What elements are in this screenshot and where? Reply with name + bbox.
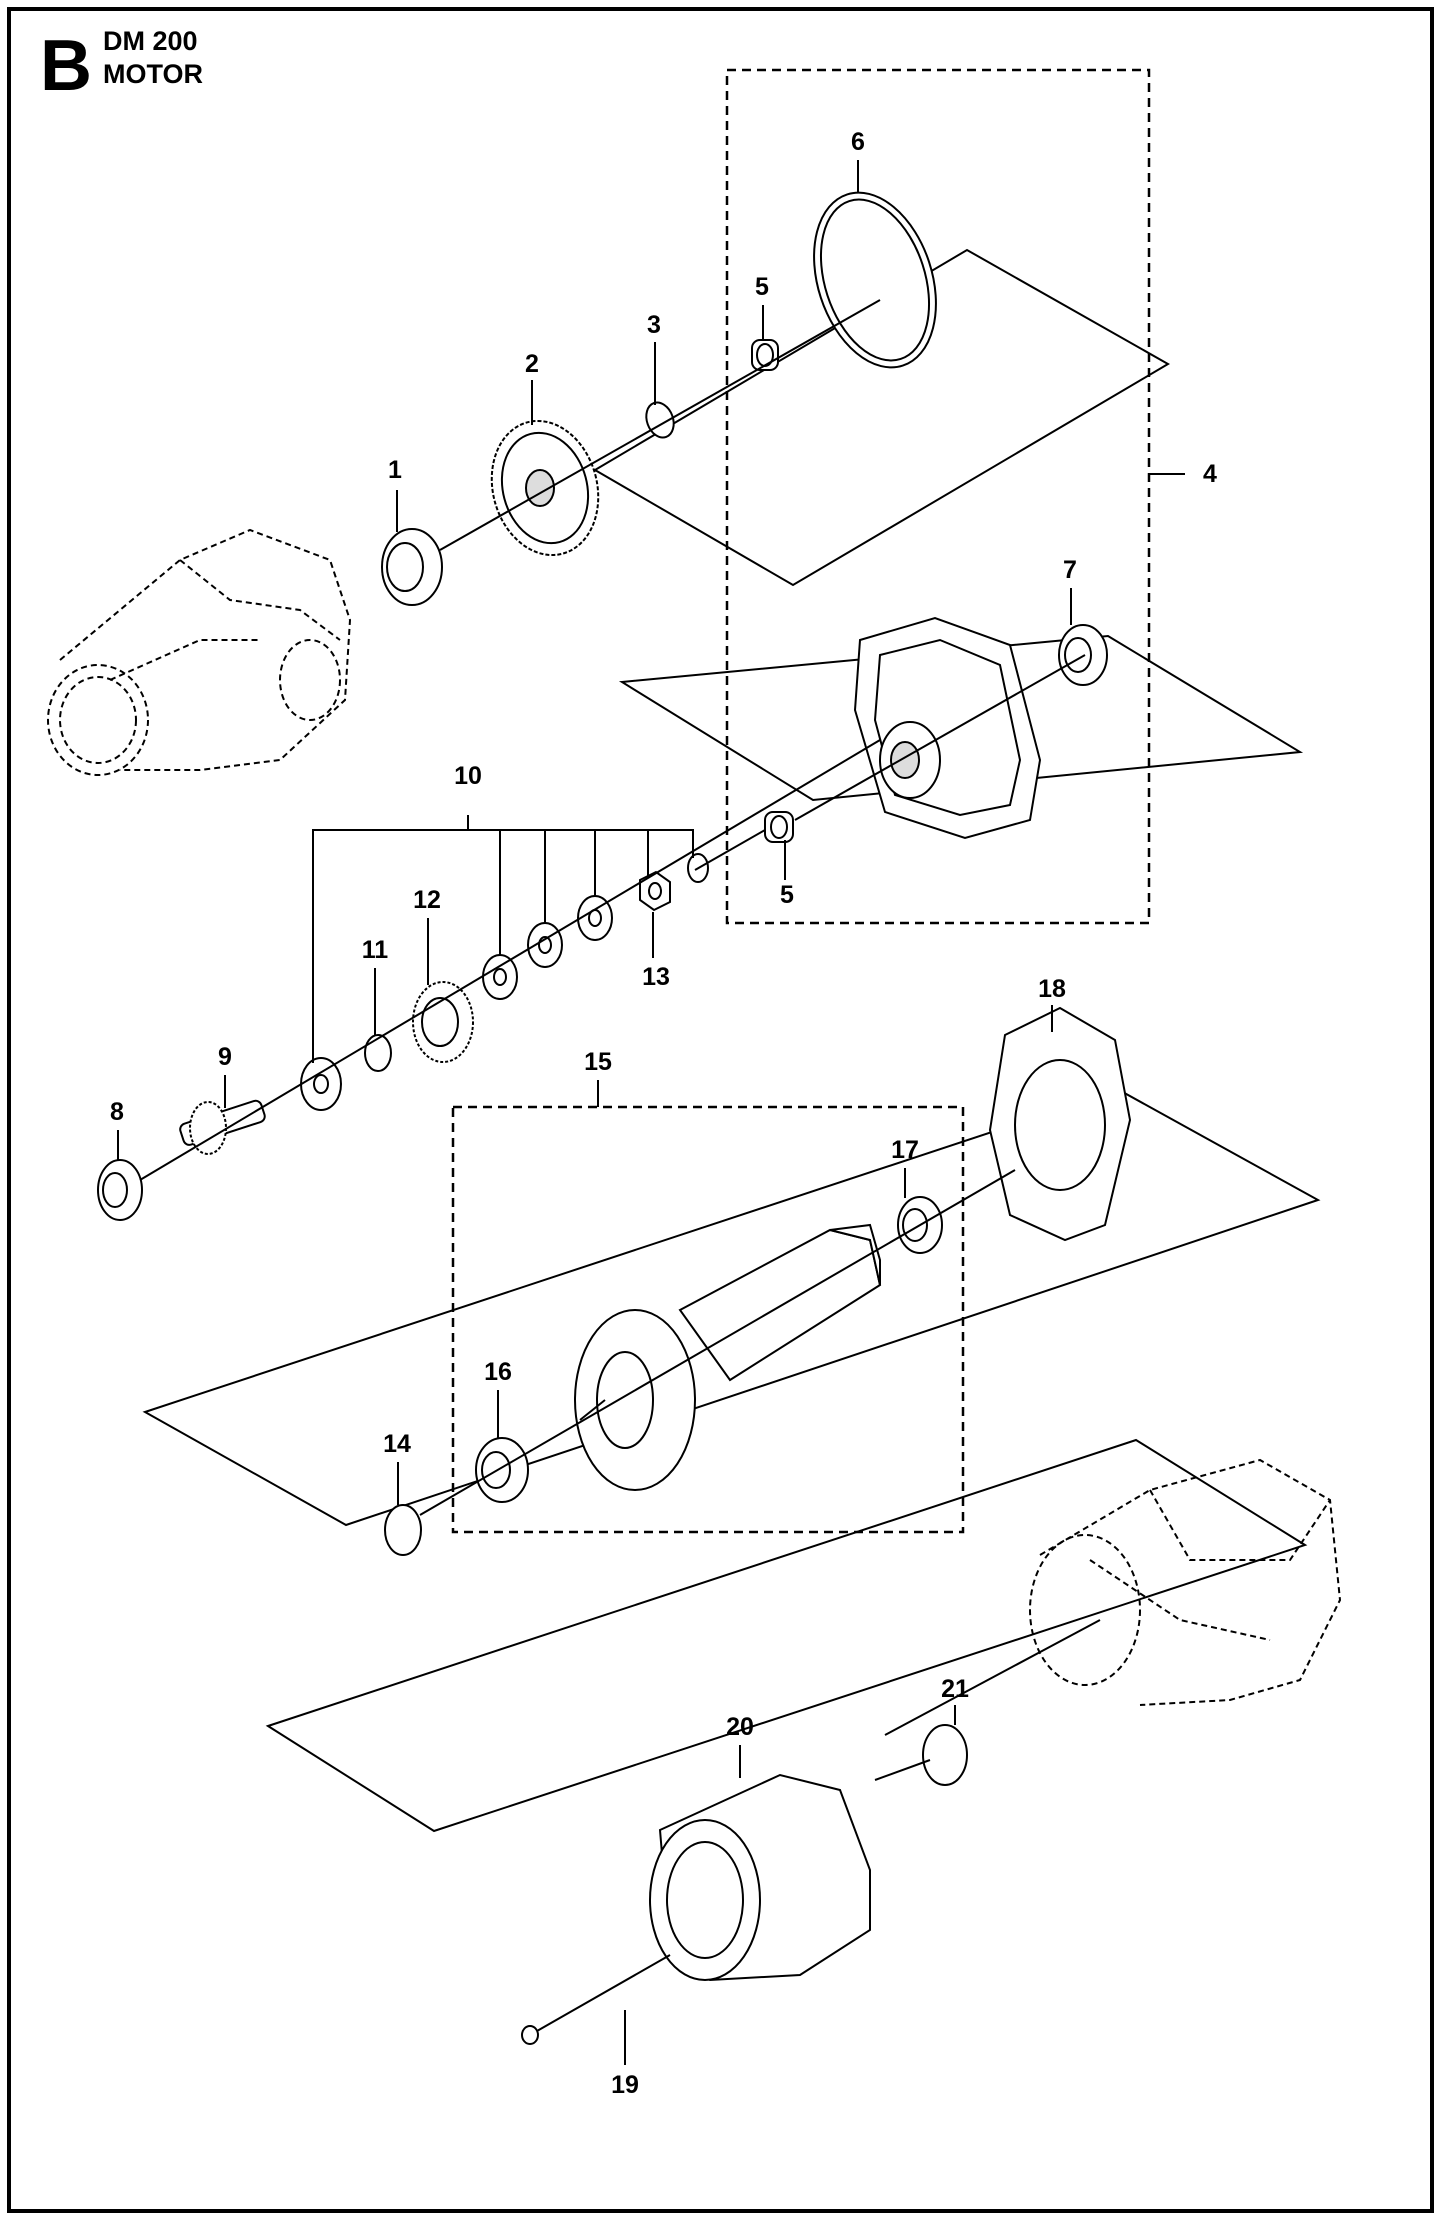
section-letter: B — [40, 26, 92, 106]
armature — [574, 1223, 882, 1491]
part-18-baffle — [988, 1006, 1132, 1242]
callout-20: 20 — [726, 1713, 754, 1741]
callout-2: 2 — [525, 350, 539, 378]
assembly-title: MOTOR — [103, 59, 203, 89]
part-5-needle-bearing-lower — [764, 811, 794, 843]
callout-17: 17 — [891, 1136, 919, 1164]
gear-housing-ghost — [47, 528, 352, 776]
axis-lines — [139, 299, 1101, 1781]
part-6-o-ring — [813, 191, 937, 369]
diagram-frame — [7, 7, 1434, 2213]
part-16-bearing — [475, 1437, 529, 1503]
callout-19: 19 — [611, 2071, 639, 2099]
part-12-gear — [412, 981, 474, 1063]
part-14-ring — [384, 1504, 422, 1556]
part-2-gear — [490, 419, 600, 557]
callout-15: 15 — [584, 1048, 612, 1076]
group-box-4 — [725, 68, 1151, 925]
callout-11: 11 — [362, 936, 389, 964]
callout-13: 13 — [642, 963, 670, 991]
part-3-circlip — [645, 401, 675, 439]
callout-16: 16 — [484, 1358, 512, 1386]
callout-5-upper: 5 — [755, 273, 769, 301]
leader-lines — [117, 160, 1185, 2065]
part-21-o-ring — [922, 1724, 968, 1786]
part-11-ring — [364, 1034, 392, 1072]
part-20-stator — [649, 1773, 871, 1982]
callout-8: 8 — [110, 1098, 124, 1126]
callout-21: 21 — [941, 1675, 969, 1703]
callouts: 1 2 3 4 5 5 6 7 8 9 10 11 12 13 14 15 16… — [110, 128, 1217, 2099]
callout-14: 14 — [383, 1430, 411, 1458]
callout-6: 6 — [851, 128, 865, 156]
callout-1: 1 — [388, 456, 402, 484]
callout-12: 12 — [413, 886, 441, 914]
callout-4: 4 — [1203, 460, 1217, 488]
plane-stator — [265, 1438, 1308, 1833]
callout-10: 10 — [454, 762, 482, 790]
plane-armature — [142, 1088, 1321, 1527]
part-10-bracket — [312, 815, 694, 1063]
part-10-kit — [482, 853, 709, 1000]
bearing-cover — [853, 616, 1042, 840]
callout-7: 7 — [1063, 556, 1077, 584]
part-9-pinion-shaft — [179, 1099, 266, 1155]
part-1-bearing — [381, 528, 443, 606]
callout-3: 3 — [647, 311, 661, 339]
part-8-bearing — [97, 1159, 143, 1221]
part-10-washer — [300, 1057, 342, 1111]
callout-18: 18 — [1038, 975, 1066, 1003]
part-19-screw — [521, 1954, 671, 2045]
motor-housing-ghost — [1029, 1458, 1342, 1706]
model-title: DM 200 — [103, 26, 198, 56]
callout-5-lower: 5 — [780, 881, 794, 909]
callout-9: 9 — [218, 1043, 232, 1071]
